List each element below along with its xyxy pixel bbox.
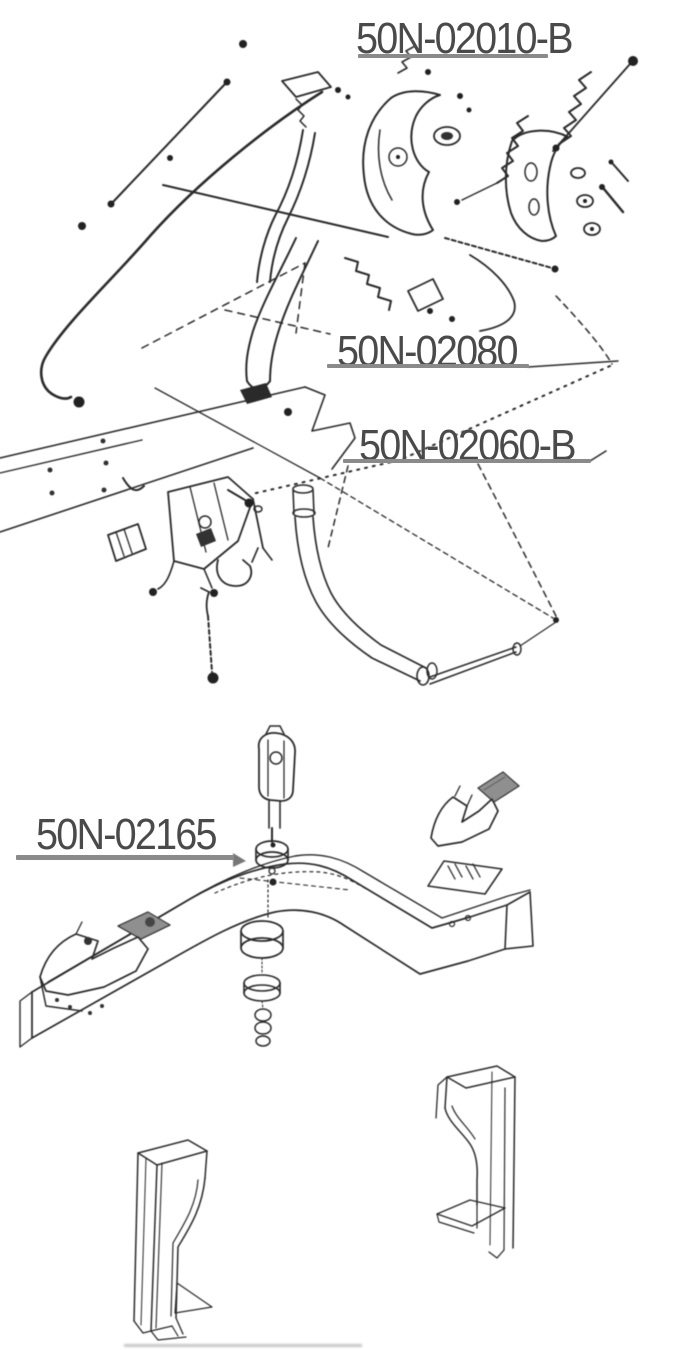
part-label-50n-02010-b[interactable]: 50N-02010-B bbox=[356, 14, 574, 63]
scan-artifact-line bbox=[124, 1344, 362, 1347]
part-label-50n-02165-underline bbox=[16, 855, 234, 860]
part-label-50n-02010-b-underline bbox=[358, 54, 548, 58]
gusset-bracket-left-figure bbox=[133, 1139, 213, 1341]
lever-and-pipe-assembly-figure bbox=[0, 360, 619, 686]
pedal-bracket-assembly-figure bbox=[39, 40, 638, 416]
frame-crossmember-figure bbox=[19, 725, 534, 1048]
gusset-bracket-right-figure bbox=[435, 1065, 516, 1259]
part-label-50n-02060-b-underline bbox=[343, 459, 591, 463]
part-label-50n-02080-underline bbox=[327, 364, 529, 368]
part-label-50n-02165[interactable]: 50N-02165 bbox=[36, 810, 218, 859]
